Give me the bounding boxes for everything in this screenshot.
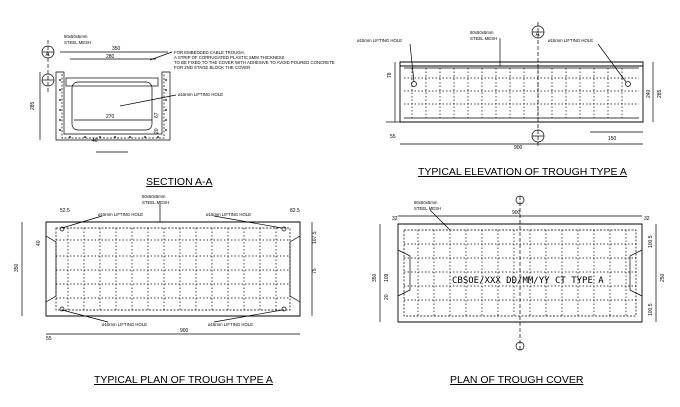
dim-40: 40 [92, 138, 98, 144]
cover-dim-250: 250 [660, 273, 666, 282]
section-symbol: A [46, 52, 50, 58]
mesh-label-2: STEEL MESH [64, 40, 91, 45]
section-aa: A 50x50x5mm STEEL MESH FOR EMBEDDED CABL… [30, 34, 335, 153]
plan-dim-82-5: 82.5 [290, 208, 300, 214]
plan-hole-br [281, 306, 287, 312]
plan-lifting-tl: ø15mm LIFTING HOLE [98, 212, 143, 217]
plan-dim-55: 55 [46, 336, 52, 342]
trough-inner-channel [71, 81, 153, 131]
elevation-grid [404, 68, 639, 118]
plan-lifting-bl: ø15mm LIFTING HOLE [102, 322, 147, 327]
dim-270: 270 [106, 114, 115, 120]
elevation-view: A 50x50x5mm STEEL MESH ø15mm LIFTING HOL… [357, 22, 663, 151]
plan-trough-outline [45, 221, 301, 317]
plan-hole-tr [281, 226, 287, 232]
note-line-2: A STRIP OF CORRUGATED PLASTIC 5MM THICKN… [174, 55, 285, 60]
plan-dim-52-5: 52.5 [60, 208, 70, 214]
cover-marker-top [515, 195, 525, 205]
elevation-dim-285: 285 [657, 89, 663, 98]
trough-outer-profile [55, 71, 171, 141]
elevation-dim-900: 900 [514, 145, 523, 151]
mesh-label-1: 50x50x5mm [64, 34, 88, 39]
elevation-mesh-2: STEEL MESH [470, 36, 497, 41]
elevation-symbol: A [536, 32, 540, 38]
dim-285: 285 [30, 101, 36, 110]
elevation-outline [399, 61, 644, 123]
cover-outline [397, 223, 643, 323]
elevation-lifting-left: ø15mm LIFTING HOLE [357, 38, 402, 43]
elevation-dim-55: 55 [390, 134, 396, 140]
lifting-hole-left [411, 81, 417, 87]
plan-cover-view: 50x50x5mm STEEL MESH CBSOE/XXX DD/MM/YY … [372, 195, 666, 351]
cover-dim-32-right: 32 [644, 216, 650, 222]
note-line-4: FOR 2ND STAGE BLOCK THE COVER [174, 65, 250, 70]
cover-dim-109: 109 [384, 273, 390, 282]
elevation-mesh-1: 50x50x5mm [470, 30, 494, 35]
elevation-dim-150: 150 [608, 136, 617, 142]
lifting-hole-label: ø15mm LIFTING HOLE [178, 92, 223, 97]
caption-plan-cover: PLAN OF TROUGH COVER [450, 374, 584, 386]
plan-dim-900: 900 [180, 328, 189, 334]
plan-dim-75: 75 [312, 268, 318, 274]
plan-dim-40: 40 [36, 240, 42, 246]
dim-67: 67 [154, 112, 160, 118]
elevation-dim-240: 240 [646, 89, 652, 98]
elevation-lifting-right: ø15mm LIFTING HOLE [548, 38, 593, 43]
plan-mesh-2: STEEL MESH [142, 200, 169, 205]
cover-dim-100-5-bottom: 100.5 [648, 303, 654, 316]
plan-hole-tl [59, 226, 65, 232]
dim-20: 20 [154, 128, 160, 134]
note-line-3: TO BE FIXED TO THE COVER WITH ADHESIVE T… [174, 60, 335, 65]
caption-elevation: TYPICAL ELEVATION OF TROUGH TYPE A [418, 166, 627, 178]
cover-marker-bottom [515, 341, 525, 351]
dim-350: 350 [112, 46, 121, 52]
note-line-1: FOR EMBEDDED CABLE TROUGH, [174, 50, 245, 55]
caption-plan-trough: TYPICAL PLAN OF TROUGH TYPE A [94, 374, 273, 386]
lifting-hole-right [625, 81, 631, 87]
plan-dim-107-5: 107.5 [312, 231, 318, 244]
plan-trough-view: 50x50x5mm STEEL MESH ø15mm LIFTING HOLE … [14, 194, 318, 342]
caption-section-aa: SECTION A-A [146, 176, 213, 188]
plan-trough-grid [56, 228, 290, 310]
plan-lifting-br: ø15mm LIFTING HOLE [208, 322, 253, 327]
cover-dim-20: 20 [384, 294, 390, 300]
plan-hole-bl [59, 306, 65, 312]
cover-dim-100-5-top: 100.5 [648, 235, 654, 248]
cover-mesh-1: 50x50x5mm [414, 200, 438, 205]
elevation-dim-78: 78 [387, 72, 393, 78]
cover-dim-350: 350 [372, 273, 378, 282]
cover-marking: CBSOE/XXX DD/MM/YY CT TYPE A [452, 276, 604, 286]
cover-mesh-2: STEEL MESH [414, 206, 441, 211]
plan-mesh-1: 50x50x5mm [142, 194, 166, 199]
cover-dim-32-left: 32 [392, 216, 398, 222]
plan-lifting-tr: ø15mm LIFTING HOLE [206, 212, 251, 217]
cover-dim-900: 900 [512, 210, 521, 216]
dim-280: 280 [106, 54, 115, 60]
plan-dim-350: 350 [14, 263, 20, 272]
cover-grid [404, 230, 636, 316]
